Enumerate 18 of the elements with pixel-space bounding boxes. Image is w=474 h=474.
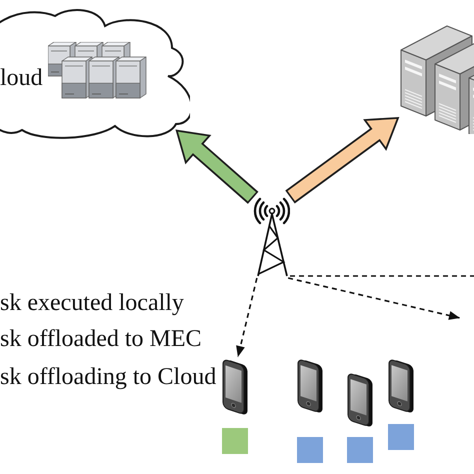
task-block-icon [297, 437, 323, 463]
text-label: sk offloaded to MEC [0, 325, 202, 353]
task-block-icon [347, 437, 373, 463]
block-arrow [175, 130, 258, 204]
text-label: sk offloading to Cloud [0, 363, 216, 391]
smartphone-icon [222, 357, 249, 417]
smartphone-icon [297, 357, 324, 415]
dashed-line [290, 275, 474, 277]
dashed-arrow [236, 278, 258, 358]
cloud-label: loud [0, 64, 43, 92]
task-block-icon [222, 428, 248, 454]
dashed-arrow [288, 277, 460, 320]
block-arrow [285, 117, 400, 204]
task-block-icon [388, 424, 414, 450]
text-label: sk executed locally [0, 289, 184, 317]
smartphone-icon [347, 371, 374, 429]
smartphone-icon [388, 357, 415, 415]
cell-tower-icon [252, 197, 290, 278]
